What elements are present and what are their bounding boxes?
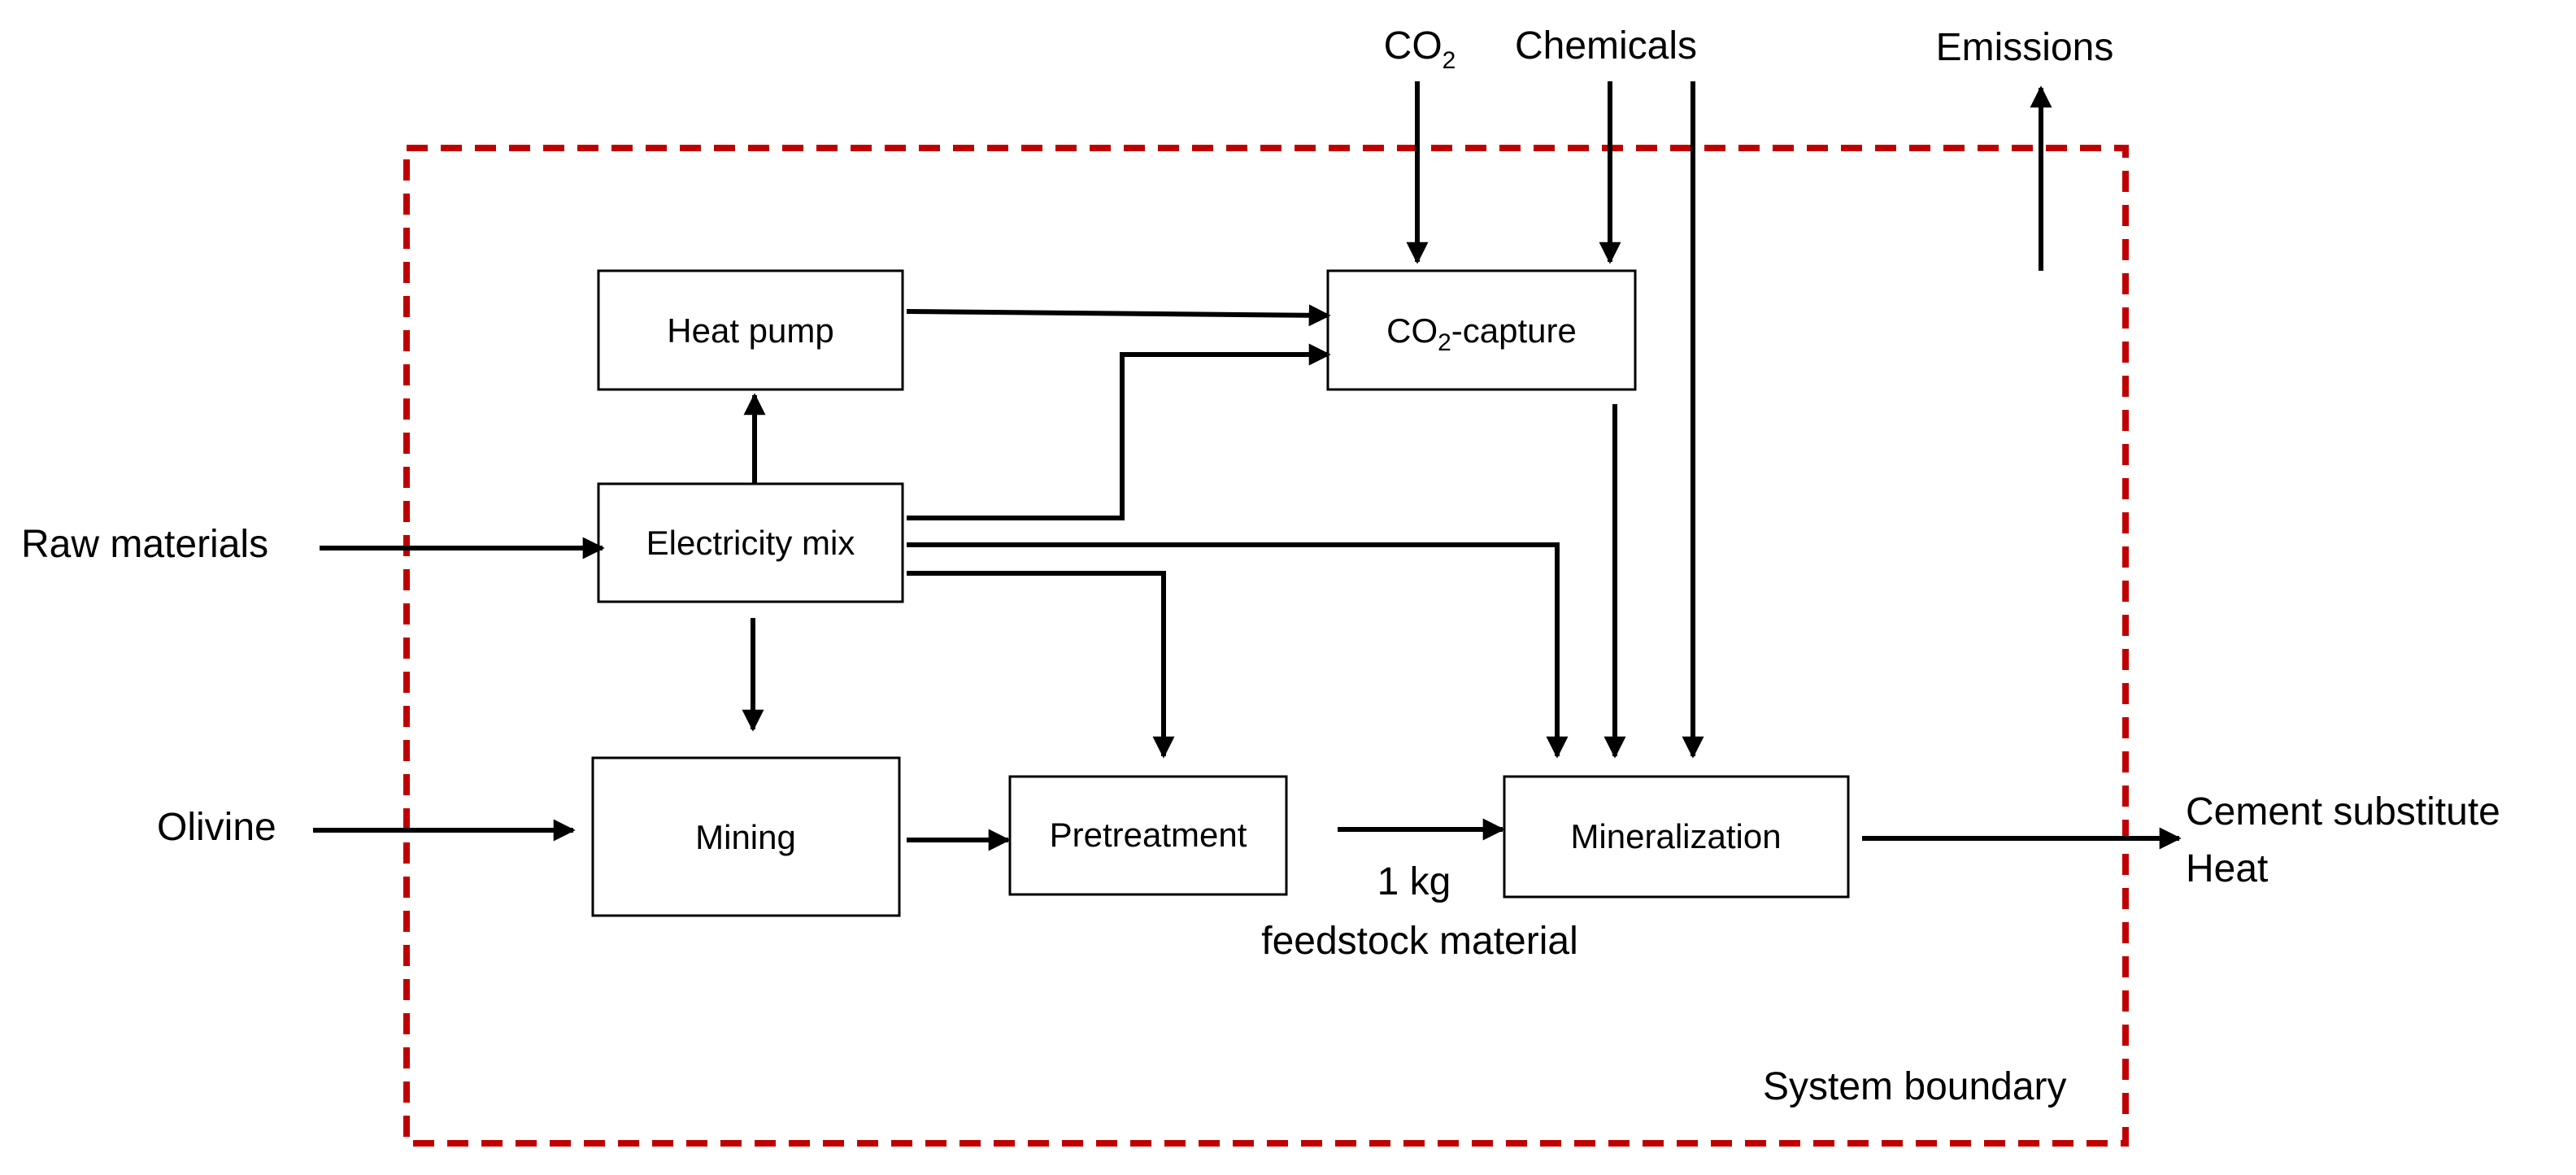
system-boundary xyxy=(403,145,2129,1147)
arrow-electricity-to-pretreatment xyxy=(907,571,1175,759)
chemicals-input-label: Chemicals xyxy=(1515,24,1697,67)
olivine-input-label: Olivine xyxy=(157,806,276,849)
heat-pump-box: Heat pump xyxy=(597,269,904,391)
pretreatment-box: Pretreatment xyxy=(1008,775,1288,896)
emissions-output-label: Emissions xyxy=(1936,26,2114,69)
co2-input-label: CO2 xyxy=(1384,24,1456,74)
mining-box: Mining xyxy=(591,756,901,917)
co2-capture-label: CO2-capture xyxy=(1386,311,1577,356)
arrow-heatpump-to-capture xyxy=(906,304,1331,327)
cement-substitute-output-label: Cement substitute xyxy=(2186,790,2500,833)
electricity-mix-box: Electricity mix xyxy=(597,482,904,603)
mineralization-box: Mineralization xyxy=(1503,775,1850,899)
pretreatment-label: Pretreatment xyxy=(1050,816,1247,854)
system-boundary-label: System boundary xyxy=(1763,1065,2067,1108)
mineralization-label: Mineralization xyxy=(1570,817,1781,855)
raw-materials-input-label: Raw materials xyxy=(21,523,268,566)
functional-unit-material: feedstock material xyxy=(1261,920,1578,963)
functional-unit-amount: 1 kg xyxy=(1377,860,1451,903)
heat-output-label: Heat xyxy=(2186,847,2268,890)
arrow-electricity-to-capture xyxy=(907,343,1331,520)
arrow-electricity-to-mineralization xyxy=(907,542,1569,759)
co2-capture-box: CO2-capture xyxy=(1326,269,1637,391)
electricity-mix-label: Electricity mix xyxy=(646,524,855,562)
mining-label: Mining xyxy=(695,818,796,856)
heat-pump-label: Heat pump xyxy=(667,311,833,350)
